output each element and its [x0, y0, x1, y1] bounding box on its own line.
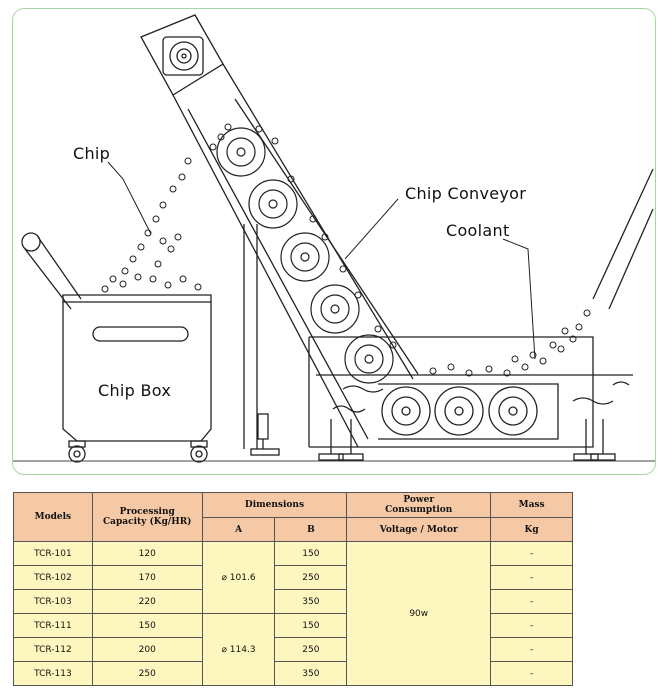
cell-dim-b: 350 [274, 661, 348, 686]
cell-model: TCR-113 [13, 661, 93, 686]
table-row: TCR-102 170 250 - [13, 565, 573, 590]
cell-dim-b: 150 [274, 613, 348, 638]
cell-capacity: 200 [91, 637, 203, 662]
table-row: TCR-112 200 250 - [13, 637, 573, 662]
cell-mass: - [490, 541, 573, 566]
cell-model: TCR-111 [13, 613, 93, 638]
cell-capacity: 120 [91, 541, 203, 566]
cell-capacity: 170 [91, 565, 203, 590]
cell-model: TCR-112 [13, 637, 93, 662]
cell-mass: - [490, 565, 573, 590]
cell-power: 90w [346, 541, 492, 686]
table-row: TCR-113 250 350 - [13, 661, 573, 686]
coolant-label: Coolant [446, 221, 510, 240]
header-processing-capacity: Processing Capacity (Kg/HR) [91, 492, 203, 542]
cell-dim-a: ⌀ 114.3 [201, 613, 276, 686]
cell-model: TCR-101 [13, 541, 93, 566]
coolant-tank [308, 168, 654, 461]
cell-dim-a: ⌀ 101.6 [201, 541, 276, 614]
chute-pipe [21, 232, 82, 310]
header-mass-unit: Kg [490, 517, 573, 542]
cell-dim-b: 250 [274, 637, 348, 662]
cell-dim-b: 250 [274, 565, 348, 590]
cell-mass: - [490, 613, 573, 638]
chip-box-label: Chip Box [98, 381, 172, 400]
chip-box [62, 294, 212, 463]
table-row: TCR-103 220 350 - [13, 589, 573, 614]
cell-model: TCR-103 [13, 589, 93, 614]
chip-conveyor-label: Chip Conveyor [405, 184, 527, 203]
conveyor-diagram: Chip Chip Conveyor Coolant Chip Box [12, 8, 656, 475]
cell-mass: - [490, 661, 573, 686]
cell-capacity: 250 [91, 661, 203, 686]
cell-capacity: 150 [91, 613, 203, 638]
spec-table: Models Processing Capacity (Kg/HR) Dimen… [13, 492, 573, 686]
table-row: TCR-111 150 ⌀ 114.3 150 - [13, 613, 573, 686]
cell-dim-b: 350 [274, 589, 348, 614]
cell-capacity: 220 [91, 589, 203, 614]
header-dim-a: A [201, 517, 276, 542]
table-row: TCR-101 120 ⌀ 101.6 150 90w - [13, 541, 573, 686]
cell-model: TCR-102 [13, 565, 93, 590]
conveyor-illustration [13, 14, 655, 463]
cell-mass: - [490, 589, 573, 614]
support-column [243, 224, 280, 456]
cell-mass: - [490, 637, 573, 662]
leader-lines [107, 161, 536, 360]
header-mass: Mass [490, 492, 573, 518]
header-voltage-motor: Voltage / Motor [346, 517, 492, 542]
header-power-consumption: Power Consumption [346, 492, 492, 518]
cell-dim-b: 150 [274, 541, 348, 566]
chip-label: Chip [73, 144, 111, 163]
header-models: Models [13, 492, 93, 542]
header-dimensions: Dimensions [201, 492, 348, 518]
chips [101, 123, 591, 377]
conveyor-incline [140, 14, 419, 448]
header-dim-b: B [274, 517, 348, 542]
